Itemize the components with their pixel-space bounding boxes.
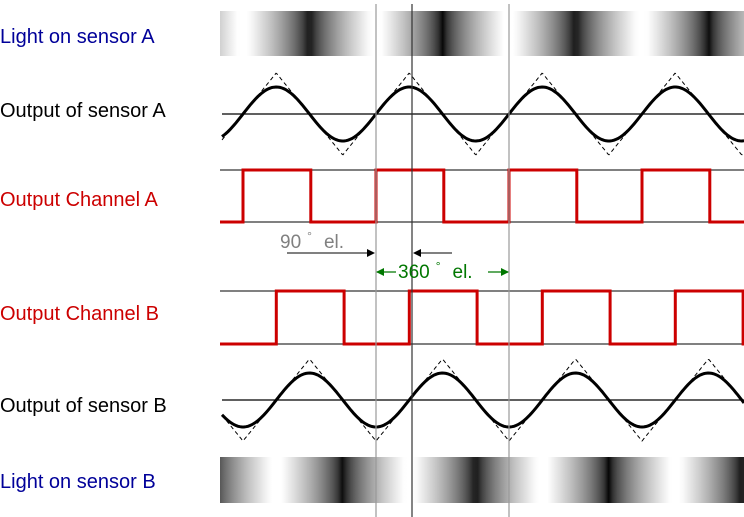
period-label: 360°el. [398,259,473,283]
sensor-b-sine-output [220,371,744,429]
channel-a-square-wave [220,168,744,224]
label-output-of-sensor-b: Output of sensor B [0,395,167,417]
phase-shift-label: 90°el. [280,229,344,253]
label-light-on-sensor-a: Light on sensor A [0,26,155,48]
light-bar-sensor-b [220,457,744,503]
channel-b-square-wave [220,289,744,346]
light-bar-sensor-a [220,11,744,56]
label-output-channel-a: Output Channel A [0,189,158,211]
label-output-channel-b: Output Channel B [0,303,159,325]
sensor-a-sine-output [221,85,744,143]
label-output-of-sensor-a: Output of sensor A [0,100,166,122]
label-light-on-sensor-b: Light on sensor B [0,471,156,493]
